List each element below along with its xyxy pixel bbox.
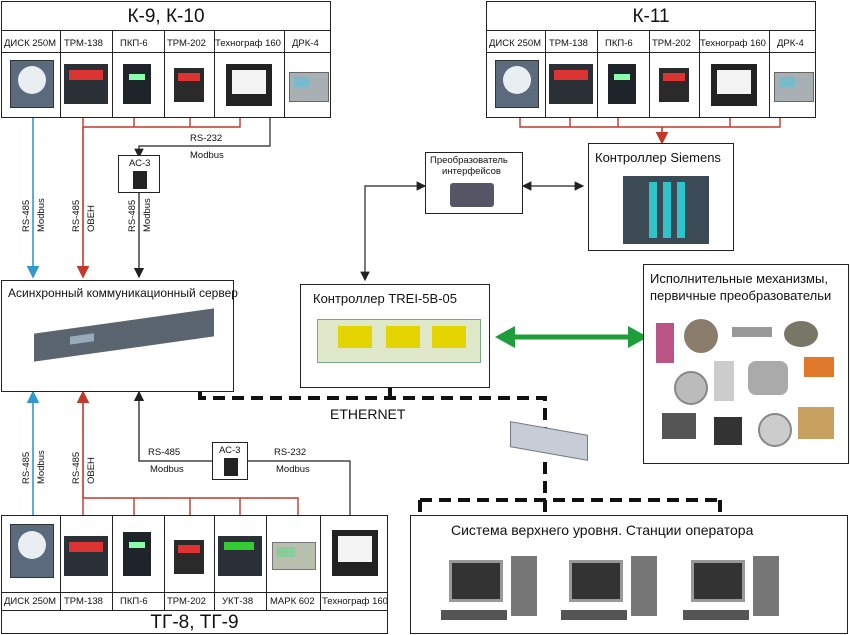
modbus-label: Modbus — [36, 450, 47, 484]
k910-dev-label: ДРК-4 — [292, 38, 319, 49]
rs232-label: RS-232 — [190, 133, 223, 144]
trei-module-image — [317, 319, 481, 363]
trm138-image — [64, 536, 108, 576]
actuators-image — [654, 317, 840, 457]
rs232-label: RS-232 — [274, 447, 307, 458]
ac3-top-box: АС-3 — [118, 155, 160, 193]
tg89-dev-label: УКТ-38 — [222, 596, 254, 607]
siemens-controller-box: Контроллер Siemens — [588, 143, 734, 251]
rs485-label: RS-485 — [21, 199, 32, 232]
tg89-dev-label: ПКП-6 — [120, 596, 148, 607]
k910-dev-label: Технограф 160 — [215, 38, 281, 49]
disk-recorder-image — [10, 60, 54, 108]
rs485-label: RS-485 — [148, 447, 181, 458]
oven-label: ОВЕН — [86, 205, 97, 232]
k910-dev-label: ДИСК 250М — [4, 38, 57, 49]
modbus-label: Modbus — [276, 464, 310, 475]
rs485-label: RS-485 — [71, 199, 82, 232]
k11-panel: К-11 ДИСК 250М ТРМ-138 ПКП-6 ТРМ-202 Тех… — [486, 1, 816, 118]
ukt38-image — [218, 536, 262, 576]
k11-dev-label: ПКП-6 — [605, 38, 633, 49]
k910-dev-label: ПКП-6 — [120, 38, 148, 49]
actuators-box: Исполнительные механизмы, первичные прео… — [643, 264, 849, 464]
trm202-image — [174, 540, 204, 574]
tg89-dev-label: Технограф 160 — [322, 596, 388, 607]
converter-title-1: Преобразователь — [430, 155, 508, 166]
pkp6-image — [608, 64, 636, 104]
oven-label: ОВЕН — [86, 457, 97, 484]
tg89-dev-label: ДИСК 250М — [4, 596, 57, 607]
tg89-dev-label: ТРМ-202 — [167, 596, 206, 607]
k910-panel: К-9, К-10 ДИСК 250М ТРМ-138 ПКП-6 ТРМ-20… — [1, 1, 331, 118]
k11-dev-label: ТРМ-202 — [652, 38, 691, 49]
ac3-label: АС-3 — [219, 445, 241, 456]
k910-title: К-9, К-10 — [127, 6, 205, 27]
k11-dev-label: Технограф 160 — [700, 38, 766, 49]
network-switch-icon — [510, 420, 590, 462]
ac3-converter-image — [224, 458, 238, 476]
k910-red-bus — [82, 118, 241, 128]
trei-title: Контроллер TREI-5В-05 — [313, 291, 457, 306]
tg89-dev-label: МАРК 602 — [270, 596, 315, 607]
drk4-image — [774, 72, 814, 102]
k11-dev-label: ТРМ-138 — [549, 38, 588, 49]
server-device-image — [34, 308, 214, 362]
modbus-label: Modbus — [142, 198, 153, 232]
operator-stations-box: Система верхнего уровня. Станции операто… — [410, 515, 848, 634]
k910-dev-label: ТРМ-138 — [64, 38, 103, 49]
ethernet-label: ETHERNET — [330, 406, 406, 422]
tg89-title: ТГ-8, ТГ-9 — [150, 612, 239, 633]
trm202-image — [174, 68, 204, 102]
interface-converter-box: Преобразователь интерфейсов — [425, 152, 523, 214]
workstation-icon — [683, 556, 783, 628]
tg89-panel: ДИСК 250М ТРМ-138 ПКП-6 ТРМ-202 УКТ-38 М… — [1, 515, 388, 634]
actuators-title-1: Исполнительные механизмы, — [650, 271, 828, 286]
k910-dev-label: ТРМ-202 — [167, 38, 206, 49]
workstation-icon — [441, 556, 541, 628]
disk-recorder-image — [10, 524, 54, 578]
rs485-label: RS-485 — [127, 199, 138, 232]
trei-controller-box: Контроллер TREI-5В-05 — [300, 284, 490, 388]
siemens-title: Контроллер Siemens — [595, 150, 721, 165]
trm138-image — [549, 64, 593, 104]
pkp6-image — [123, 64, 151, 104]
async-server-box: Асинхронный коммуникационный сервер — [1, 280, 238, 392]
ac3-bottom-box: АС-3 — [212, 442, 248, 480]
ethernet-bus — [198, 388, 722, 515]
k11-dev-label: ДИСК 250М — [489, 38, 542, 49]
k11-dev-label: ДРК-4 — [777, 38, 804, 49]
technograph-image — [332, 530, 378, 576]
modbus-label: Modbus — [36, 198, 47, 232]
disk-recorder-image — [495, 60, 539, 108]
modbus-label: Modbus — [150, 464, 184, 475]
workstation-icon — [561, 556, 661, 628]
converter-title-2: интерфейсов — [442, 166, 501, 177]
tg89-dev-label: ТРМ-138 — [64, 596, 103, 607]
mark602-image — [272, 542, 316, 570]
server-title: Асинхронный коммуникационный сервер — [8, 286, 238, 300]
siemens-plc-image — [623, 176, 709, 244]
modbus-label: Modbus — [190, 150, 224, 161]
ac3-label: АС-3 — [129, 158, 151, 169]
operator-title: Система верхнего уровня. Станции операто… — [451, 522, 754, 538]
ac3-converter-image — [133, 171, 147, 189]
technograph-image — [711, 64, 757, 106]
k11-red-bus — [519, 118, 781, 128]
technograph-image — [226, 64, 272, 106]
rs485-label: RS-485 — [21, 451, 32, 484]
pkp6-image — [123, 532, 151, 576]
trm202-image — [659, 68, 689, 102]
trm138-image — [64, 64, 108, 104]
converter-device-image — [450, 183, 494, 207]
rs485-label: RS-485 — [71, 451, 82, 484]
k11-title: К-11 — [632, 6, 670, 27]
converter-trei-link — [360, 181, 427, 282]
k910-rs232-line — [134, 118, 271, 159]
actuators-title-2: первичные преобразовательи — [650, 288, 832, 303]
drk4-image — [289, 72, 329, 102]
